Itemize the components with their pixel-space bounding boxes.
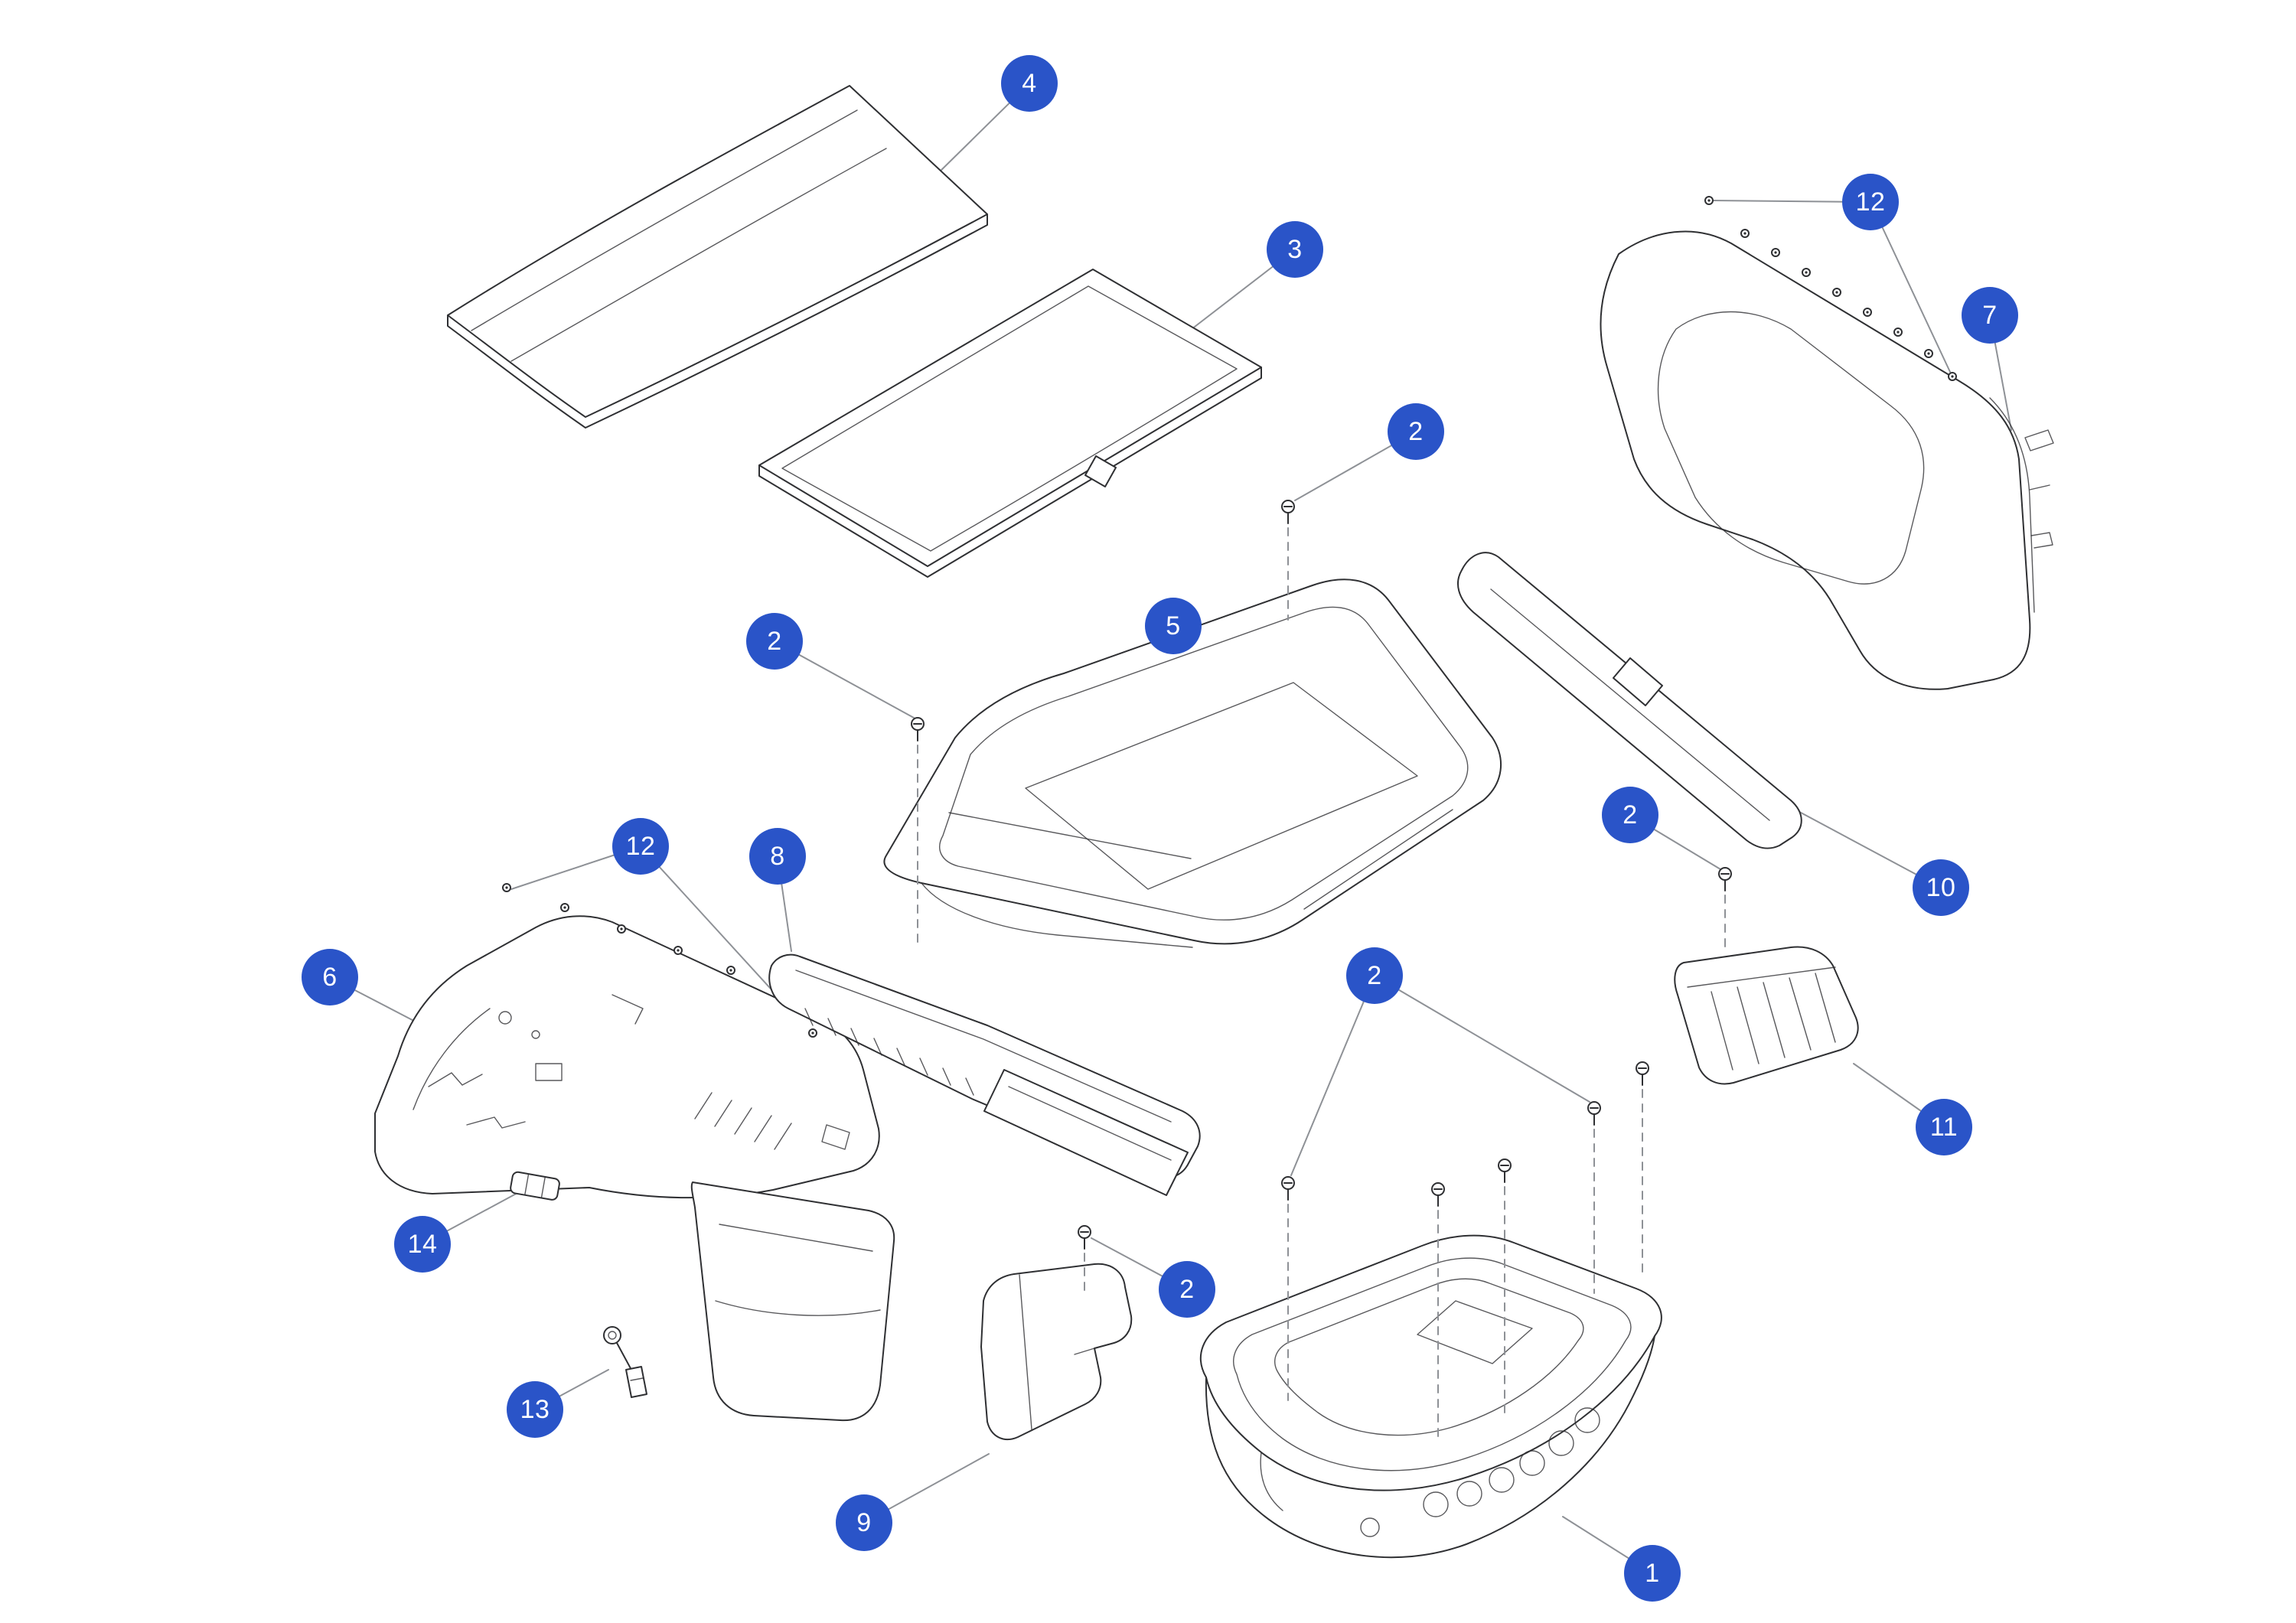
leader-line-2d-1 (1290, 975, 1375, 1176)
callout-badge-5[interactable]: 5 (1145, 598, 1202, 654)
screw-icon (1718, 867, 1732, 950)
part-3-drawing (758, 269, 1262, 578)
part-14-drawing (510, 1171, 560, 1201)
screw-icon (1431, 1182, 1445, 1443)
callout-label: 12 (1855, 187, 1886, 217)
callout-label: 8 (770, 841, 785, 871)
callout-badge-2-b[interactable]: 2 (746, 613, 803, 670)
screw-icon (1281, 500, 1295, 621)
part-6-drawing (374, 883, 895, 1422)
callout-label: 14 (407, 1229, 438, 1259)
leader-line-12t-2 (1870, 201, 1951, 373)
part-13-drawing (603, 1326, 647, 1398)
fastener-screws (911, 500, 1732, 1443)
callout-badge-4[interactable]: 4 (1001, 55, 1058, 112)
callout-badge-14[interactable]: 14 (394, 1216, 451, 1273)
part-1-drawing (1199, 1234, 1662, 1559)
callout-label: 2 (1179, 1274, 1195, 1304)
callout-badge-3[interactable]: 3 (1267, 221, 1323, 278)
callout-label: 12 (625, 831, 656, 861)
part-11-drawing (1674, 946, 1859, 1085)
callout-badge-12-left[interactable]: 12 (612, 818, 669, 875)
callout-badge-8[interactable]: 8 (749, 828, 806, 885)
callout-label: 6 (322, 962, 338, 992)
screw-icon (1636, 1061, 1649, 1277)
callout-label: 2 (1367, 960, 1382, 990)
callout-badge-11[interactable]: 11 (1916, 1099, 1972, 1155)
callout-label: 9 (856, 1507, 872, 1537)
part-9-drawing (980, 1263, 1133, 1441)
screw-icon (911, 717, 925, 946)
callout-badge-6[interactable]: 6 (302, 949, 358, 1005)
callout-badge-2-e[interactable]: 2 (1159, 1261, 1215, 1318)
part-8-drawing (768, 953, 1201, 1196)
screw-icon (1587, 1101, 1601, 1294)
screw-icon (1281, 1176, 1295, 1401)
callout-badge-2-d[interactable]: 2 (1346, 947, 1403, 1004)
callout-label: 13 (520, 1394, 550, 1424)
callout-badge-1[interactable]: 1 (1624, 1545, 1681, 1602)
part-10-drawing (1457, 552, 1802, 849)
callout-label: 4 (1022, 68, 1037, 98)
leader-line-2d-2 (1374, 975, 1590, 1103)
callout-label: 2 (1408, 416, 1424, 446)
part-12-screw-dots-right (1704, 196, 1957, 381)
callout-badge-9[interactable]: 9 (836, 1494, 892, 1551)
callout-badge-12-top[interactable]: 12 (1842, 174, 1899, 230)
callout-label: 1 (1645, 1558, 1660, 1588)
callout-badge-13[interactable]: 13 (507, 1381, 563, 1438)
callout-badge-2-c[interactable]: 2 (1602, 787, 1658, 843)
callout-badge-10[interactable]: 10 (1913, 859, 1969, 916)
part-4-drawing (447, 85, 988, 429)
callout-label: 11 (1929, 1112, 1958, 1142)
callout-label: 2 (1623, 800, 1638, 829)
part-5-drawing (883, 578, 1502, 948)
part-12-screw-dots-left (502, 883, 817, 1038)
screw-icon (1078, 1225, 1091, 1291)
part-7-drawing (1600, 196, 2054, 690)
callout-label: 7 (1982, 300, 1998, 330)
screw-icon (1498, 1159, 1512, 1415)
callout-badge-7[interactable]: 7 (1962, 287, 2018, 344)
callout-label: 2 (767, 626, 782, 656)
callout-label: 5 (1166, 611, 1181, 640)
callout-label: 3 (1287, 234, 1303, 264)
callout-label: 10 (1926, 872, 1956, 902)
callout-badge-2-a[interactable]: 2 (1388, 403, 1444, 460)
